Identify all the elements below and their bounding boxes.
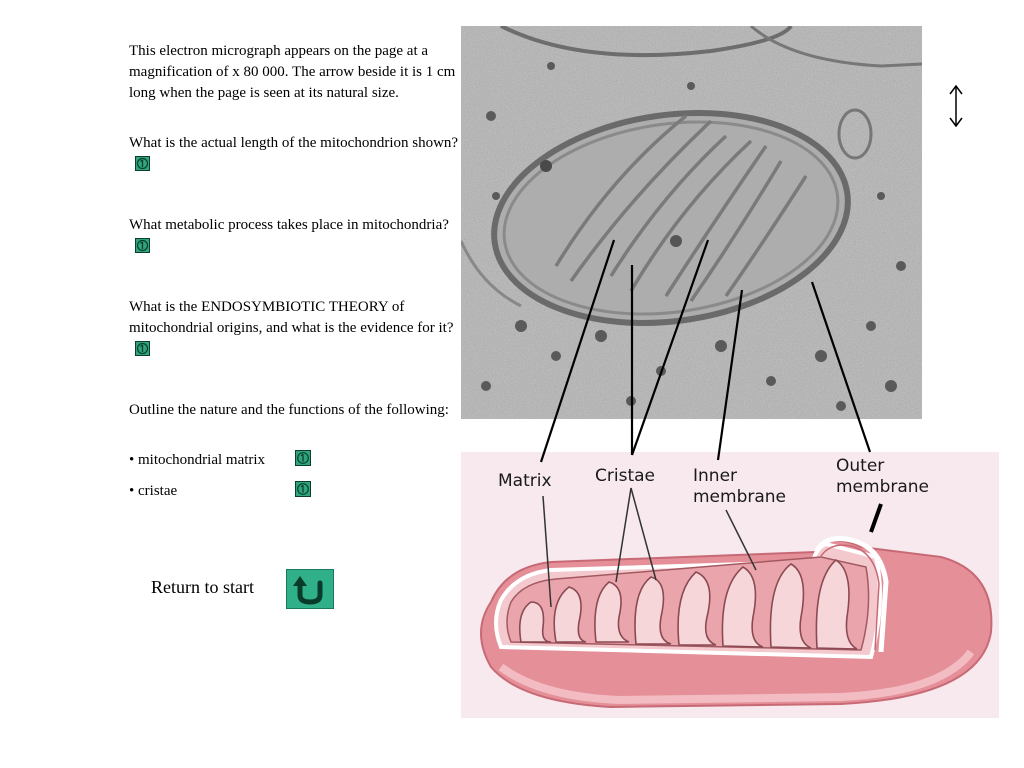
bullet-cristae: • cristae [129,481,461,502]
pointer-cristae-left [615,487,632,583]
double-arrow-icon [949,84,963,128]
info-button-metabolic[interactable] [135,238,150,253]
question-outline: Outline the nature and the functions of … [129,400,461,421]
info-button-endosymbiotic[interactable] [135,341,150,356]
label-matrix: Matrix [498,471,552,491]
info-icon [297,452,309,464]
bullet-matrix: • mitochondrial matrix [129,450,461,471]
metabolic-question-text: What metabolic process takes place in mi… [129,217,449,233]
label-inner-2: membrane [693,487,786,507]
bullet-cristae-text: • cristae [129,483,178,499]
u-turn-arrow-icon [293,576,323,605]
info-icon [136,342,149,355]
return-label: Return to start [151,577,254,597]
bullet-matrix-text: • mitochondrial matrix [129,452,266,468]
magnification-text: This electron micrograph appears on the … [129,43,456,101]
pointer-inner-membrane [725,509,757,571]
info-icon [297,483,309,495]
info-icon [136,157,149,170]
pointer-matrix [542,495,552,608]
question-length: What is the actual length of the mitocho… [129,133,461,175]
length-question-text: What is the actual length of the mitocho… [129,135,459,151]
info-button-matrix[interactable] [295,450,311,466]
label-inner-1: Inner [693,466,737,486]
info-button-cristae[interactable] [295,481,311,497]
pointer-outer-membrane [869,503,883,533]
question-endosymbiotic: What is the ENDOSYMBIOTIC THEORY of mito… [129,297,461,360]
mitochondrion-diagram: Matrix Cristae Inner membrane Outer memb… [461,452,999,718]
info-icon [136,239,149,252]
pointer-cristae-right [630,487,657,581]
return-to-start-button[interactable] [286,569,334,609]
question-magnification: This electron micrograph appears on the … [129,41,461,104]
question-metabolic: What metabolic process takes place in mi… [129,215,461,257]
label-outer-2: membrane [836,477,929,497]
electron-micrograph [461,26,922,419]
label-cristae: Cristae [595,466,655,486]
endosymbiotic-question-text: What is the ENDOSYMBIOTIC THEORY of mito… [129,299,454,336]
outline-question-text: Outline the nature and the functions of … [129,402,449,418]
label-outer-1: Outer [836,456,884,476]
info-button-length[interactable] [135,156,150,171]
